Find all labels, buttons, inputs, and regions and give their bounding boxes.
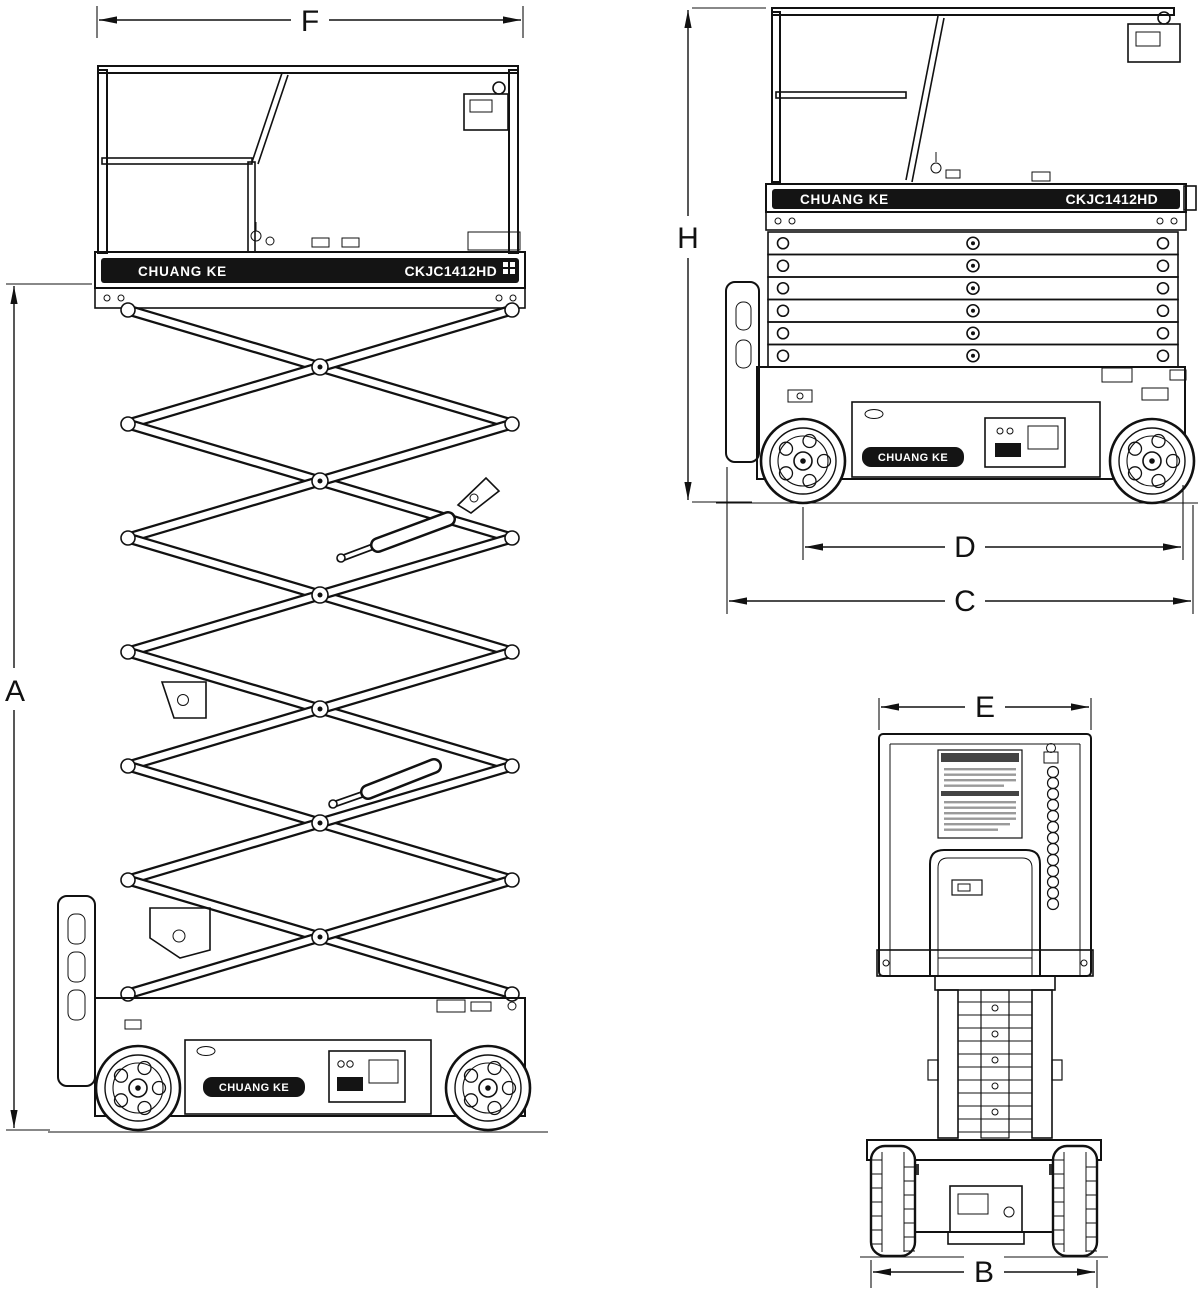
tire-left-front [869,1144,917,1258]
scissor-pivots [120,302,520,1002]
wheel-front-stowed [759,417,847,505]
dim-label-c: C [954,585,976,618]
base-control-box-stowed [984,417,1066,468]
dimension-a: A [0,283,92,1131]
dimension-f: F [96,0,524,38]
chassis-stowed: CHUANG KE [716,366,1198,505]
scissor-mechanism-extended [120,302,520,1002]
model-label-stowed: CKJC1412HD [1066,191,1158,207]
platform-console [463,81,509,131]
scissor-stack-front [927,975,1063,1139]
model-label: CKJC1412HD [405,263,497,279]
dimension-b: B [870,1251,1098,1290]
deck-fittings [250,222,521,251]
platform-floor-front [876,949,1094,977]
dimension-e: E [878,685,1092,730]
dim-label-f: F [301,5,319,38]
dim-label-a: A [5,675,25,708]
lift-cylinder-upper [336,511,456,563]
brand-logo: CHUANG KE [138,264,227,279]
view-front [860,733,1108,1258]
entry-gate [929,849,1041,976]
platform-console-stowed [1127,11,1181,63]
brand-logo-stowed: CHUANG KE [800,192,889,207]
brand-badge: CHUANG KE [219,1082,289,1094]
wheel-front-side [94,1044,182,1132]
base-control-box [328,1050,406,1103]
dim-label-d: D [954,531,976,564]
platform-deck-stowed: CHUANG KE CKJC1412HD [765,183,1197,231]
dim-label-h: H [677,222,699,255]
dimension-h: H [668,7,766,503]
ladder-stowed [725,281,760,463]
chassis-extended: CHUANG KE [48,997,548,1133]
tire-right-front [1051,1144,1099,1258]
safety-placard [937,749,1023,839]
view-side-extended: CHUANG KE CKJC1412HD [48,65,548,1133]
wheel-rear-side [444,1044,532,1132]
dim-label-e: E [975,691,995,724]
lift-cylinder-lower [328,758,442,809]
chassis-front [860,1139,1108,1258]
hose-coil [1043,743,1060,911]
dim-label-b: B [974,1256,994,1289]
dimension-d: D [802,485,1184,567]
ladder-extended [57,895,96,1087]
scissor-stack-stowed [767,231,1179,368]
platform-deck-extended: CHUANG KE CKJC1412HD [94,251,526,309]
guardrail-extended [97,65,521,254]
guardrail-stowed [771,7,1181,183]
brand-badge-stowed: CHUANG KE [878,452,948,464]
wheel-rear-stowed [1108,417,1196,505]
dimension-c: C [726,467,1194,621]
view-side-stowed: CHUANG KE CKJC1412HD [716,7,1198,505]
scissor-brackets [149,476,501,959]
